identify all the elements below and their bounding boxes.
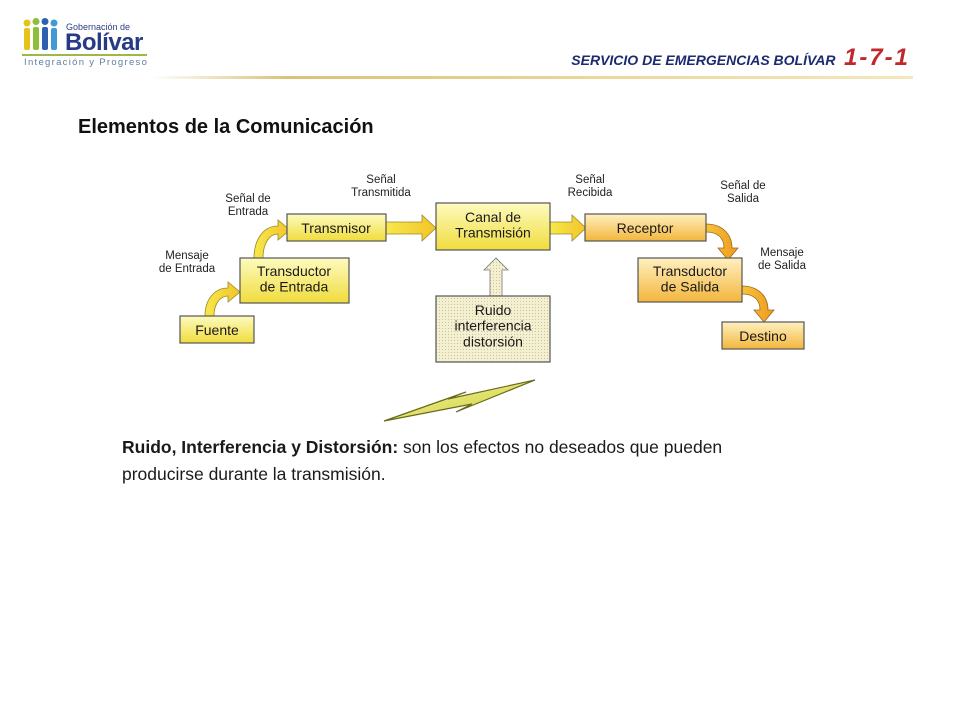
box-transductor-entrada-text-line: Transductor <box>257 263 332 279</box>
box-transductor-salida-text-line: Transductor <box>653 263 728 279</box>
box-canal-text-line: Canal de <box>465 209 521 225</box>
people-logo-icon <box>23 18 58 50</box>
box-receptor-text-line: Receptor <box>617 220 674 236</box>
arrow-transductor-to-transmisor <box>253 219 291 259</box>
box-canal <box>435 202 551 251</box>
label-senal-entrada-line: Señal de <box>225 193 270 205</box>
box-ruido-text-line: distorsión <box>463 333 523 349</box>
lightning-bolt-icon <box>383 379 536 422</box>
box-fuente <box>179 315 255 344</box>
label-senal-salida-line: Señal de <box>720 180 765 192</box>
arrow-transductor-to-destino <box>741 285 775 323</box>
label-senal-salida-line: Salida <box>727 193 760 205</box>
label-senal-transmitida-line: Señal <box>366 174 395 186</box>
box-ruido <box>435 295 551 363</box>
box-ruido-text-line: Ruido <box>475 302 512 318</box>
label-senal-entrada-line: Entrada <box>228 206 269 218</box>
box-receptor-text: Receptor <box>617 220 674 236</box>
arrow-fuente-to-transductor <box>204 281 241 317</box>
box-transmisor-text: Transmisor <box>301 220 371 236</box>
box-receptor <box>584 213 707 242</box>
label-mensaje-salida-line: de Salida <box>758 260 807 272</box>
box-transductor-entrada <box>239 257 350 304</box>
box-transmisor-text-line: Transmisor <box>301 220 371 236</box>
label-senal-recibida-line: Recibida <box>568 187 613 199</box>
box-transductor-salida-text-line: de Salida <box>661 279 720 295</box>
header-rule <box>150 76 913 79</box>
logo-brand-text: Bolívar <box>65 29 143 56</box>
logo-divider <box>22 54 147 56</box>
label-mensaje-entrada-line: de Entrada <box>159 263 216 275</box>
description-paragraph: Ruido, Interferencia y Distorsión: son l… <box>122 434 762 488</box>
service-number: 1-7-1 <box>843 44 910 71</box>
label-senal-recibida-line: Señal <box>575 174 604 186</box>
service-header: SERVICIO DE EMERGENCIAS BOLÍVAR 1-7-1 <box>571 44 910 72</box>
arrow-receptor-to-transductor <box>705 223 739 261</box>
box-ruido-text-line: interferencia <box>454 318 531 334</box>
label-mensaje-entrada-line: Mensaje <box>165 250 208 262</box>
arrow-ruido-to-canal <box>483 257 509 297</box>
arrow-transmisor-to-canal <box>385 214 437 242</box>
box-fuente-text: Fuente <box>195 322 239 338</box>
box-destino-text: Destino <box>739 328 787 344</box>
box-transductor-entrada-text-line: de Entrada <box>260 279 329 295</box>
box-transductor-salida <box>637 257 743 303</box>
logo-small-text: Gobernación de <box>66 22 131 32</box>
box-transmisor <box>286 213 387 242</box>
box-canal-text-line: Transmisión <box>455 225 531 241</box>
arrow-canal-to-receptor <box>549 214 587 242</box>
label-senal-transmitida-line: Transmitida <box>351 187 411 199</box>
box-fuente-text-line: Fuente <box>195 322 239 338</box>
label-mensaje-salida-line: Mensaje <box>760 247 803 259</box>
box-destino-text-line: Destino <box>739 328 787 344</box>
logo-tagline: Integración y Progreso <box>24 57 149 68</box>
service-title: SERVICIO DE EMERGENCIAS BOLÍVAR <box>571 52 836 68</box>
description-term: Ruido, Interferencia y Distorsión: <box>122 437 399 457</box>
slide-title: Elementos de la Comunicación <box>78 116 374 138</box>
box-destino <box>721 321 805 350</box>
gobernacion-logo: Gobernación de Bolívar Integración y Pro… <box>22 14 150 74</box>
description-text: son los efectos no deseados que pueden p… <box>122 437 723 484</box>
